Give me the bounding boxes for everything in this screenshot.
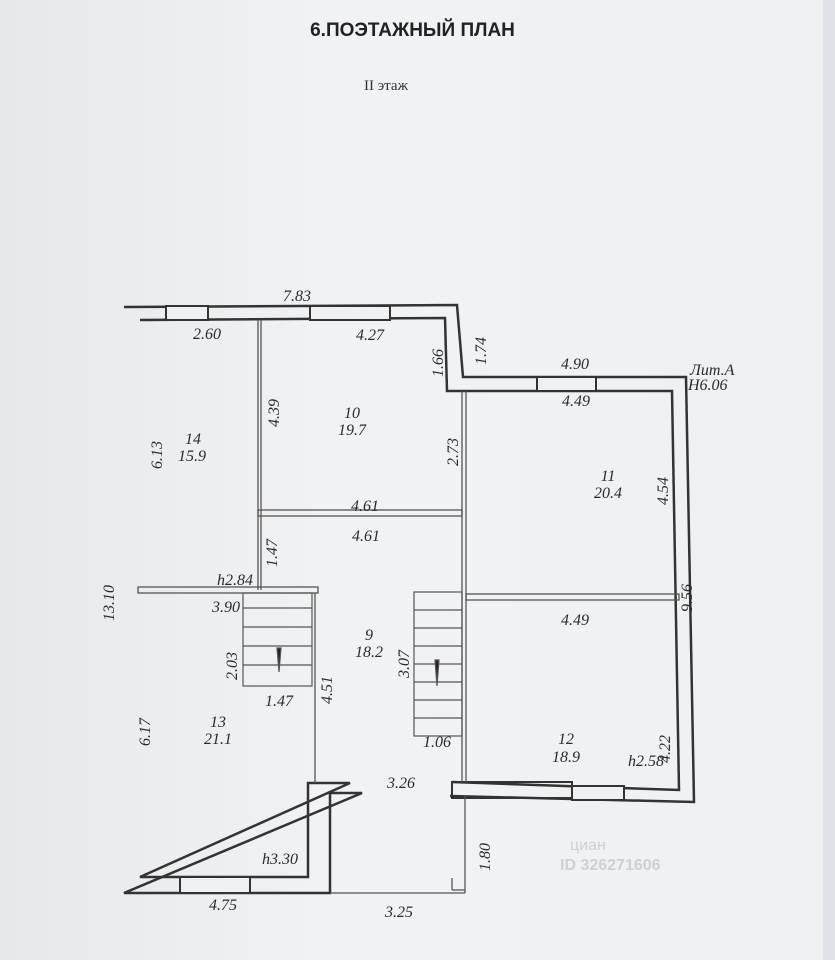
room-area: 18.9 [552,749,580,766]
window [571,785,625,801]
dimension-label: h3.30 [262,851,298,868]
dimension-label: 4.61 [351,498,379,515]
floor-label: II этаж [364,78,408,94]
wall-pier [451,781,573,799]
room-area: 20.4 [594,485,622,502]
room-number: 13 [210,714,226,731]
plan-line [137,586,319,594]
windows [165,305,625,894]
watermark-brand: циан [570,837,606,854]
room-area: 21.1 [204,731,232,748]
dimension-label: h2.84 [217,572,253,589]
room-area: 18.2 [355,644,383,661]
window [309,305,391,321]
room-number: 11 [601,468,616,485]
plan-line [465,593,680,601]
dimension-label: Лит.А [689,362,735,379]
plan-line [123,303,696,895]
dimension-label: 4.90 [561,356,589,373]
dimension-label: 1.80 [477,843,494,871]
window [179,876,251,894]
dimension-label: H6.06 [687,377,728,394]
dimension-label: 1.74 [473,337,490,365]
window [165,305,209,321]
dimension-label: 1.06 [423,734,451,751]
watermark: циан ID 326271606 [560,837,661,874]
stair-left [242,592,313,687]
dimension-label: 7.83 [283,288,311,305]
dimension-label: 6.13 [149,441,166,469]
dimension-label: 4.75 [209,897,237,914]
dimension-label: h2.58 [628,753,664,770]
room-number: 9 [365,627,373,644]
page-title: 6.ПОЭТАЖНЫЙ ПЛАН [310,20,515,41]
room-area: 15.9 [178,448,206,465]
dimension-label: 4.22 [657,735,674,763]
watermark-id: ID 326271606 [560,857,661,874]
page-edge [823,0,835,960]
dimension-labels: 7.83 2.60 4.27 4.90 4.49 Лит.А H6.06 4.6… [101,288,735,921]
window [536,376,597,392]
dimension-label: 3.07 [396,649,413,679]
stairs [242,591,463,737]
stair-arrow-icon [276,647,282,673]
dimension-label: 1.47 [265,693,294,710]
partitions [137,320,680,894]
dimension-label: 4.54 [655,477,672,505]
dimension-label: 3.26 [386,775,415,792]
dimension-label: 1.66 [430,349,447,377]
outer-walls [123,303,696,895]
room-number: 10 [344,405,360,422]
dimension-label: 9.56 [679,584,696,612]
dimension-label: 2.73 [445,438,462,466]
room-labels: 14 15.9 10 19.7 11 20.4 9 18.2 13 21.1 1… [178,405,622,766]
dimension-label: 4.27 [356,327,385,344]
dimension-label: 4.49 [562,393,590,410]
dimension-label: 3.25 [384,904,413,921]
dimension-label: 4.39 [266,399,283,427]
room-area: 19.7 [338,422,367,439]
stair-arrow-icon [434,659,440,687]
dimension-label: 4.61 [352,528,380,545]
room-number: 12 [558,731,574,748]
dimension-label: 4.51 [319,676,336,704]
dimension-label: 4.49 [561,612,589,629]
dimension-label: 13.10 [101,585,118,621]
dimension-label: 2.60 [193,326,221,343]
dimension-label: 6.17 [137,717,154,746]
dimension-label: 2.03 [224,652,241,680]
dimension-label: 3.90 [211,599,240,616]
room-number: 14 [185,431,201,448]
dimension-label: 1.47 [264,538,281,567]
